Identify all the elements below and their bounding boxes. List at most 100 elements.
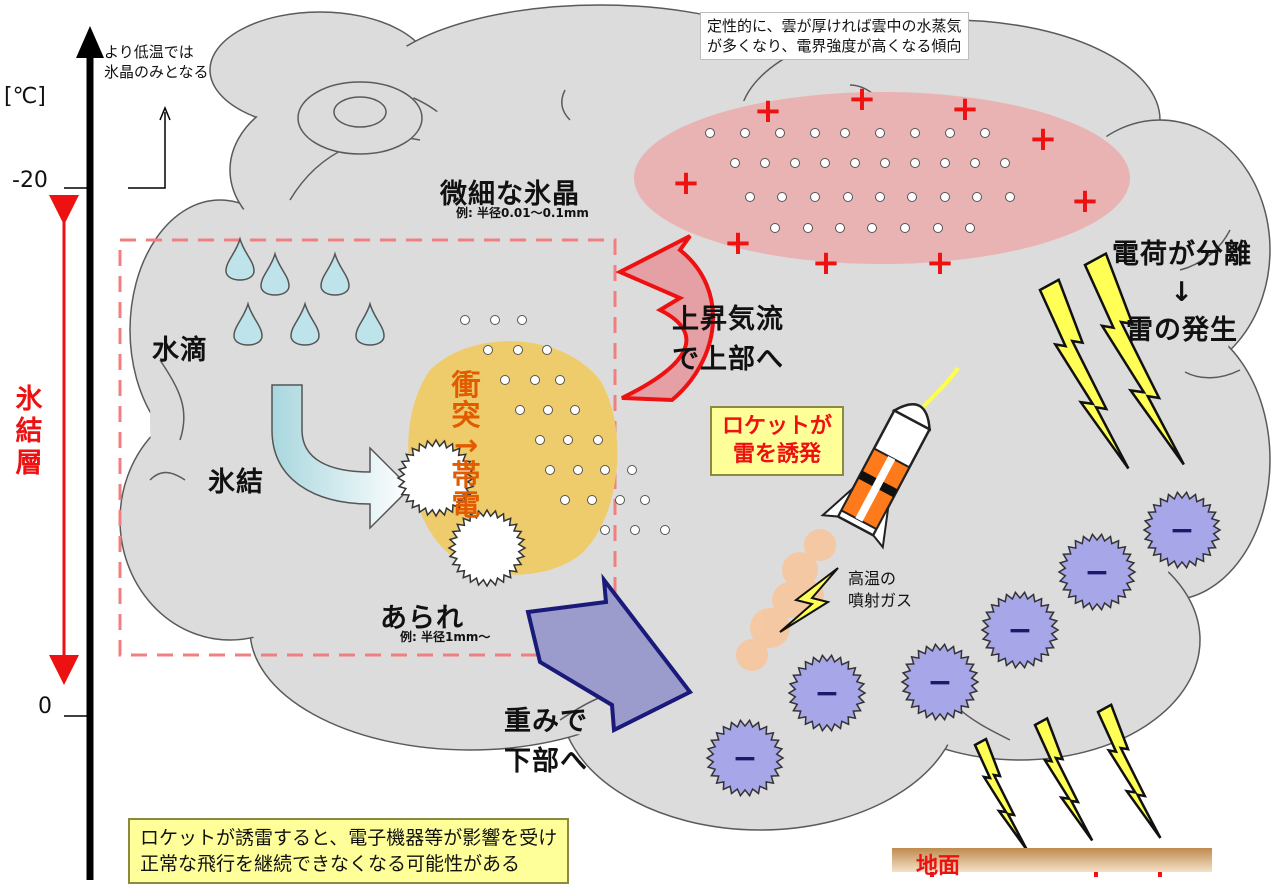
ice-crystal-icon xyxy=(875,192,885,202)
graupel-particles xyxy=(396,438,527,588)
negative-sign: − xyxy=(814,676,839,711)
gravity-arrow xyxy=(525,573,694,734)
negative-sign: − xyxy=(732,741,757,776)
positive-sign: + xyxy=(812,243,841,283)
ice-crystal-icon xyxy=(630,525,640,535)
ice-crystal-icon xyxy=(810,192,820,202)
tick-label-zero: 0 xyxy=(38,694,52,719)
ground-label: 地面 xyxy=(916,854,961,879)
ice-crystal-icon xyxy=(867,223,877,233)
ice-crystal-icon xyxy=(600,465,610,475)
ice-crystal-icon xyxy=(563,435,573,445)
positive-sign: + xyxy=(672,163,701,203)
rocket-trigger-label: ロケットが 雷を誘発 xyxy=(710,406,845,476)
lightning-icon xyxy=(1038,278,1130,470)
thick-cloud-note: 定性的に、雲が厚ければ雲中の水蒸気 が多くなり、電界強度が高くなる傾向 xyxy=(700,12,969,60)
ice-crystal-icon xyxy=(900,223,910,233)
negative-charges: −−−−−− xyxy=(705,490,1222,798)
ice-crystal-icon xyxy=(810,128,820,138)
charge-separation-label: 電荷が分離 ↓ 雷の発生 xyxy=(1112,239,1252,346)
ice-crystal-icon xyxy=(965,223,975,233)
temperature-axis xyxy=(49,26,171,880)
ice-crystal-icon xyxy=(555,375,565,385)
ice-crystal-icon xyxy=(573,465,583,475)
ice-crystal-icon xyxy=(980,128,990,138)
ice-crystal-icon xyxy=(570,405,580,415)
water-drops xyxy=(225,236,385,346)
ice-crystal-icon xyxy=(933,223,943,233)
ice-crystal-icon xyxy=(593,435,603,445)
water-drop-icon xyxy=(260,251,290,296)
gravity-label: 重みで 下部へ xyxy=(504,706,588,777)
ice-crystal-icon xyxy=(790,158,800,168)
negative-charge-icon xyxy=(1142,490,1222,570)
ice-crystal-icon xyxy=(760,158,770,168)
ice-crystal-icon xyxy=(843,192,853,202)
collision-charge-label: 衝突→帯電 xyxy=(451,368,481,522)
temperature-unit: [℃] xyxy=(4,84,46,109)
ice-crystal-icon xyxy=(640,495,650,505)
ice-crystal-icon xyxy=(1000,158,1010,168)
freezing-label: 氷結 xyxy=(208,467,264,498)
positive-sign: + xyxy=(1071,181,1100,221)
ice-crystal-icon xyxy=(940,192,950,202)
negative-sign: − xyxy=(1007,613,1032,648)
ice-crystal-icon xyxy=(600,525,610,535)
ice-crystal-icon xyxy=(740,128,750,138)
ice-crystal-icon xyxy=(820,158,830,168)
lightning-bolts xyxy=(973,251,1185,851)
ice-crystal-icon xyxy=(542,345,552,355)
ice-crystal-icon xyxy=(627,465,637,475)
graupel-icon xyxy=(447,508,527,588)
rocket-icon xyxy=(736,366,960,671)
negative-charge-icon xyxy=(705,718,785,798)
collision-charging-zone xyxy=(408,341,618,575)
ice-crystal-icon xyxy=(587,495,597,505)
ice-crystal-icon xyxy=(840,128,850,138)
updraft-arrow xyxy=(615,234,716,403)
graupel-label: あられ xyxy=(380,603,464,634)
ice-crystal-icon xyxy=(880,158,890,168)
ice-crystal-icon xyxy=(730,158,740,168)
lightning-icon xyxy=(1033,716,1094,842)
ice-crystal-icon xyxy=(910,128,920,138)
positive-sign: + xyxy=(724,223,753,263)
positive-sign: + xyxy=(951,89,980,129)
ground-bar xyxy=(892,848,1212,872)
ice-crystal-icon xyxy=(705,128,715,138)
ice-crystal-icon xyxy=(490,315,500,325)
fine-ice-size: 例: 半径0.01～0.1mm xyxy=(456,206,589,220)
positive-sign: + xyxy=(754,91,783,131)
positive-sign: + xyxy=(1029,119,1058,159)
ice-crystal-icon xyxy=(535,435,545,445)
negative-sign: − xyxy=(927,665,952,700)
negative-charge-icon xyxy=(1057,532,1137,612)
ice-crystal-icon xyxy=(560,495,570,505)
freezing-arrow xyxy=(271,384,412,530)
water-drop-icon xyxy=(225,236,255,281)
ice-crystal-icon xyxy=(777,192,787,202)
ice-crystal-icon xyxy=(770,223,780,233)
negative-charge-icon xyxy=(787,653,867,733)
ice-crystal-icon xyxy=(515,405,525,415)
ice-crystal-icon xyxy=(850,158,860,168)
ice-crystal-icon xyxy=(875,128,885,138)
ice-crystal-icon xyxy=(517,315,527,325)
ice-crystal-icon xyxy=(945,128,955,138)
ice-crystal-icon xyxy=(513,345,523,355)
ice-crystal-icon xyxy=(775,128,785,138)
tick-label-minus20: -20 xyxy=(12,168,48,193)
ice-crystal-icon xyxy=(745,192,755,202)
ice-crystal-icon xyxy=(940,158,950,168)
ice-crystal-icon xyxy=(483,345,493,355)
positive-sign: + xyxy=(848,79,877,119)
ice-crystal-icon xyxy=(543,405,553,415)
negative-charge-icon xyxy=(980,590,1060,670)
updraft-label: 上昇気流 で上部へ xyxy=(672,304,784,375)
water-drop-icon xyxy=(320,251,350,296)
lightning-icon xyxy=(1083,251,1185,466)
ice-crystal-icon xyxy=(835,223,845,233)
ice-crystal-icon xyxy=(500,375,510,385)
lightning-icon xyxy=(973,737,1029,851)
